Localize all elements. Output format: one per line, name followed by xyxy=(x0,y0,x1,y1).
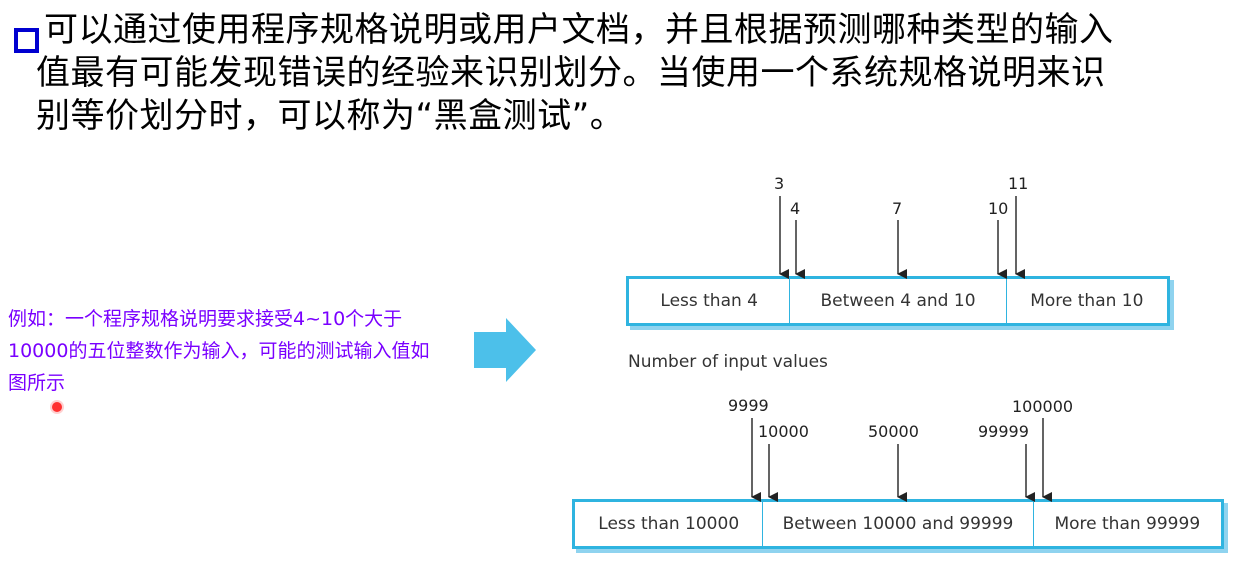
heading-line-1: 可以通过使用程序规格说明或用户文档，并且根据预测哪种类型的输入 xyxy=(44,10,1114,50)
tick-label: 11 xyxy=(1008,174,1029,193)
heading-line-3: 别等价划分时，可以称为“黑盒测试”。 xyxy=(36,96,625,136)
partition-cell: Less than 10000 xyxy=(575,502,764,546)
tick-label: 4 xyxy=(790,199,801,218)
tick-label: 3 xyxy=(774,174,785,193)
partition-cell: Between 10000 and 99999 xyxy=(763,502,1034,546)
tick-label: 100000 xyxy=(1012,397,1074,416)
partition-box-input-values: Less than 10000 Between 10000 and 99999 … xyxy=(572,499,1224,549)
tick-label: 7 xyxy=(892,199,903,218)
partition-cell: Between 4 and 10 xyxy=(790,279,1007,323)
cursor-pointer-icon xyxy=(52,402,62,412)
example-text: 例如：一个程序规格说明要求接受4~10个大于10000的五位整数作为输入，可能的… xyxy=(8,308,430,394)
heading-line-2: 值最有可能发现错误的经验来识别划分。当使用一个系统规格说明来识 xyxy=(36,53,1106,93)
square-bullet-icon xyxy=(14,28,39,53)
tick-label: 50000 xyxy=(868,422,919,441)
tick-label: 10000 xyxy=(758,422,809,441)
partition-cell: Less than 4 xyxy=(629,279,791,323)
partition-cell: More than 10 xyxy=(1030,291,1144,311)
partition-cell: More than 99999 xyxy=(1054,514,1201,534)
tick-label: 99999 xyxy=(978,422,1029,441)
tick-label: 9999 xyxy=(728,396,769,415)
right-arrow-icon xyxy=(474,318,536,382)
tick-label: 10 xyxy=(988,199,1009,218)
partition-box-input-count: Less than 4 Between 4 and 10 More than 1… xyxy=(626,276,1170,326)
diagram-caption: Number of input values xyxy=(628,352,828,372)
